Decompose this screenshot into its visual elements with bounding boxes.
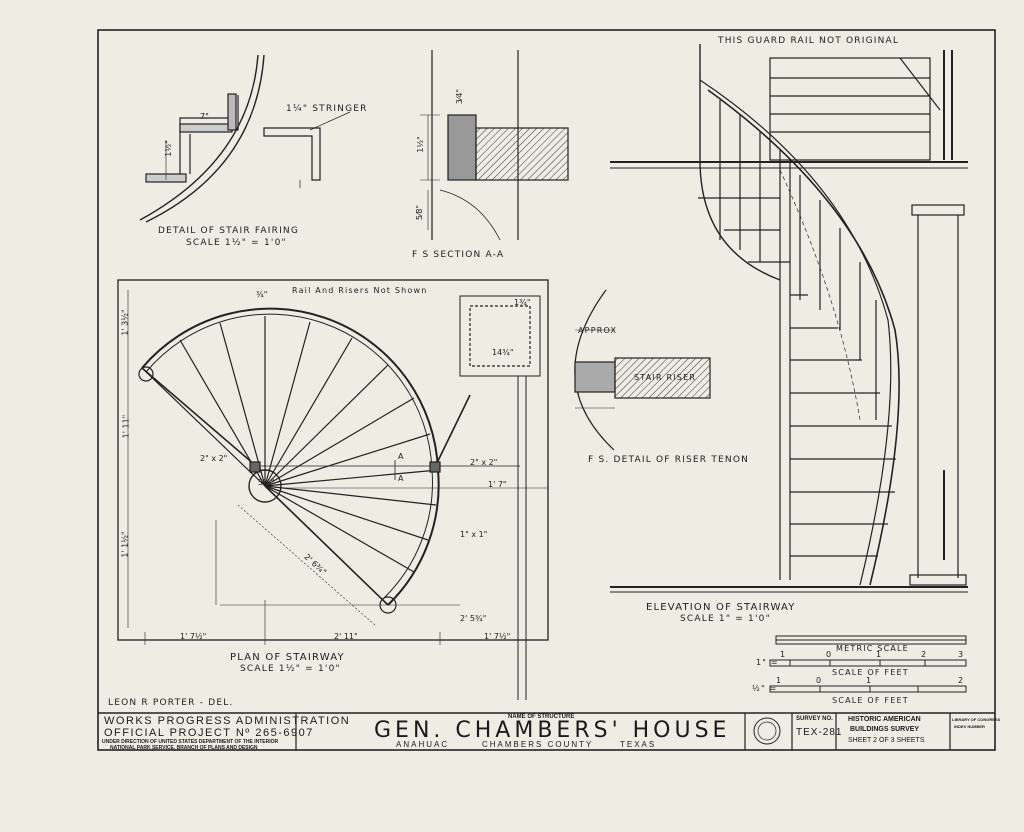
scale2-tick-3: 2 bbox=[958, 676, 965, 685]
name-of-structure-label: NAME OF STRUCTURE bbox=[508, 714, 575, 720]
scale1-tick-4: 3 bbox=[958, 650, 965, 659]
dim-1-11: 1' 11" bbox=[121, 414, 131, 439]
dim-5-half: 5½" bbox=[258, 478, 275, 487]
dim-3-quarter: ¾" bbox=[256, 290, 268, 299]
survey-no: TEX-281 bbox=[796, 727, 843, 738]
library-stamp-line-1: LIBRARY OF CONGRESS bbox=[952, 717, 1001, 722]
scale2-tick-1: 0 bbox=[816, 676, 823, 685]
survey-no-label: SURVEY NO. bbox=[796, 716, 833, 722]
section-mark-a-bottom: A bbox=[398, 474, 404, 483]
scale-of-feet-1: SCALE OF FEET bbox=[832, 668, 909, 677]
dim-section-1: 1½" bbox=[415, 136, 425, 153]
dim-1-7-half-left: 1' 7½" bbox=[180, 632, 207, 641]
dim-1-1-half: 1' 1½" bbox=[120, 531, 130, 558]
section-mark-a-top: A bbox=[398, 452, 404, 461]
library-stamp-line-2: INDEX NUMBER bbox=[954, 724, 985, 729]
scale1-prefix: 1" = bbox=[756, 658, 779, 667]
plan-title: PLAN OF STAIRWAY bbox=[230, 652, 345, 663]
dim-14-3q: 14¾" bbox=[492, 348, 514, 357]
dim-section-2: 3⁄4" bbox=[455, 88, 465, 105]
scale1-tick-3: 2 bbox=[921, 650, 928, 659]
dim-1-2: 1½" bbox=[163, 140, 173, 157]
structure-name: GEN. CHAMBERS' HOUSE bbox=[374, 718, 731, 743]
title-block-lines bbox=[295, 713, 951, 750]
scale-of-feet-2: SCALE OF FEET bbox=[832, 696, 909, 705]
dim-1-7-half-right: 1' 7½" bbox=[484, 632, 511, 641]
stringer-label: 1¼" STRINGER bbox=[286, 104, 368, 114]
approx-label: APPROX bbox=[578, 326, 618, 335]
scale2-tick-2: 1 bbox=[866, 676, 873, 685]
scale2-prefix: ½" = bbox=[752, 684, 778, 693]
city: ANAHUAC bbox=[396, 740, 450, 749]
sheet-border bbox=[97, 29, 996, 751]
scale1-tick-1: 0 bbox=[826, 650, 833, 659]
elevation-scale: SCALE 1" = 1'0" bbox=[680, 614, 771, 624]
dim-section-3: 5⁄8" bbox=[415, 204, 425, 221]
county: CHAMBERS COUNTY bbox=[482, 740, 594, 749]
agency-line-3: UNDER DIRECTION OF UNITED STATES DEPARTM… bbox=[102, 739, 279, 745]
scale1-tick-2: 1 bbox=[876, 650, 883, 659]
graphic-scales bbox=[769, 635, 967, 693]
state: TEXAS bbox=[620, 740, 657, 749]
guard-rail-note: THIS GUARD RAIL NOT ORIGINAL bbox=[718, 36, 900, 46]
agency-line-2: OFFICIAL PROJECT Nº 265-6907 bbox=[104, 727, 314, 739]
detail-fairing-title: DETAIL OF STAIR FAIRING bbox=[158, 226, 300, 236]
delineator: LEON R PORTER - DEL. bbox=[108, 698, 234, 708]
dim-2-11: 2' 11" bbox=[334, 632, 358, 641]
dim-1-7: 1' 7" bbox=[488, 480, 507, 489]
dim-1x1: 1" x 1" bbox=[460, 530, 488, 539]
plan-scale: SCALE 1½" = 1'0" bbox=[240, 664, 341, 674]
sheet-info: SHEET 2 OF 3 SHEETS bbox=[848, 737, 925, 744]
elevation-of-stairway bbox=[610, 44, 968, 593]
dim-1-3q: 1¾" bbox=[514, 298, 531, 307]
rail-note: Rail And Risers Not Shown bbox=[292, 286, 428, 295]
agency-line-1: WORKS PROGRESS ADMINISTRATION bbox=[104, 715, 351, 727]
detail-stair-fairing bbox=[139, 54, 351, 223]
riser-tenon-title: F S. DETAIL OF RISER TENON bbox=[588, 455, 750, 465]
dim-2x2-left: 2" x 2" bbox=[200, 454, 228, 463]
dim-2-5-3q: 2' 5¾" bbox=[460, 614, 487, 623]
scale2-tick-0: 1 bbox=[776, 676, 783, 685]
agency-line-4: NATIONAL PARK SERVICE, BRANCH OF PLANS A… bbox=[110, 745, 258, 751]
survey-name-line-1: HISTORIC AMERICAN bbox=[848, 716, 921, 723]
riser-tenon-detail bbox=[574, 289, 711, 451]
section-a-a bbox=[420, 50, 569, 241]
dim-7: 7" bbox=[200, 112, 209, 121]
stair-riser-label: STAIR RISER bbox=[634, 373, 697, 382]
section-aa-title: F S SECTION A-A bbox=[412, 250, 505, 260]
dim-1-3-half: 1' 3½" bbox=[120, 309, 130, 336]
detail-fairing-scale: SCALE 1½" = 1'0" bbox=[186, 238, 287, 248]
metric-scale-label: METRIC SCALE bbox=[836, 644, 909, 653]
survey-name-line-2: BUILDINGS SURVEY bbox=[850, 726, 920, 733]
dim-2x2-right: 2" x 2" bbox=[470, 458, 498, 467]
plan-of-stairway bbox=[117, 279, 549, 700]
scale1-tick-0: 1 bbox=[780, 650, 787, 659]
elevation-title: ELEVATION OF STAIRWAY bbox=[646, 602, 796, 613]
